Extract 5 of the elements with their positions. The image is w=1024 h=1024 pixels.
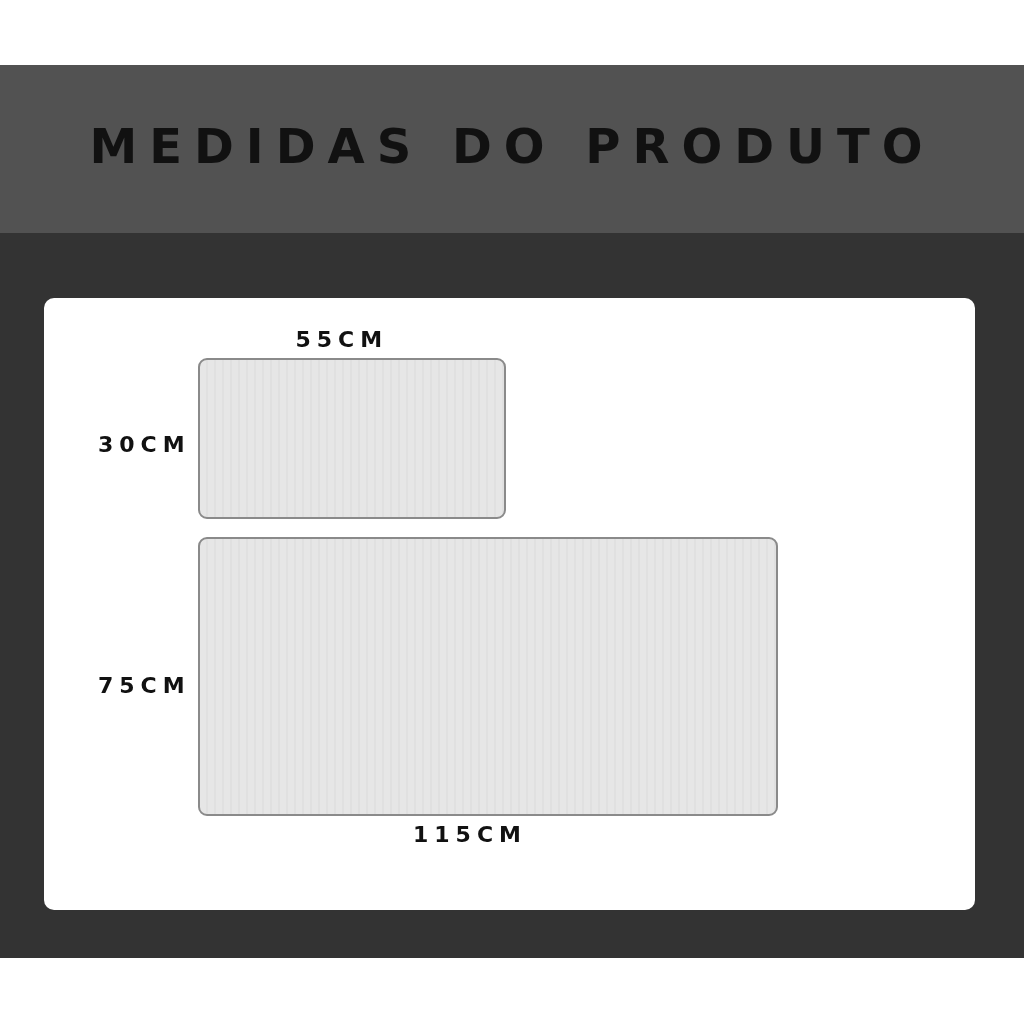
dimension-label: 30CM xyxy=(98,432,191,458)
dimension-label: 55CM xyxy=(295,327,389,353)
title: MEDIDAS DO PRODUTO xyxy=(88,118,936,174)
dimension-label: 75CM xyxy=(98,673,191,699)
dimension-label: 115CM xyxy=(413,822,527,848)
